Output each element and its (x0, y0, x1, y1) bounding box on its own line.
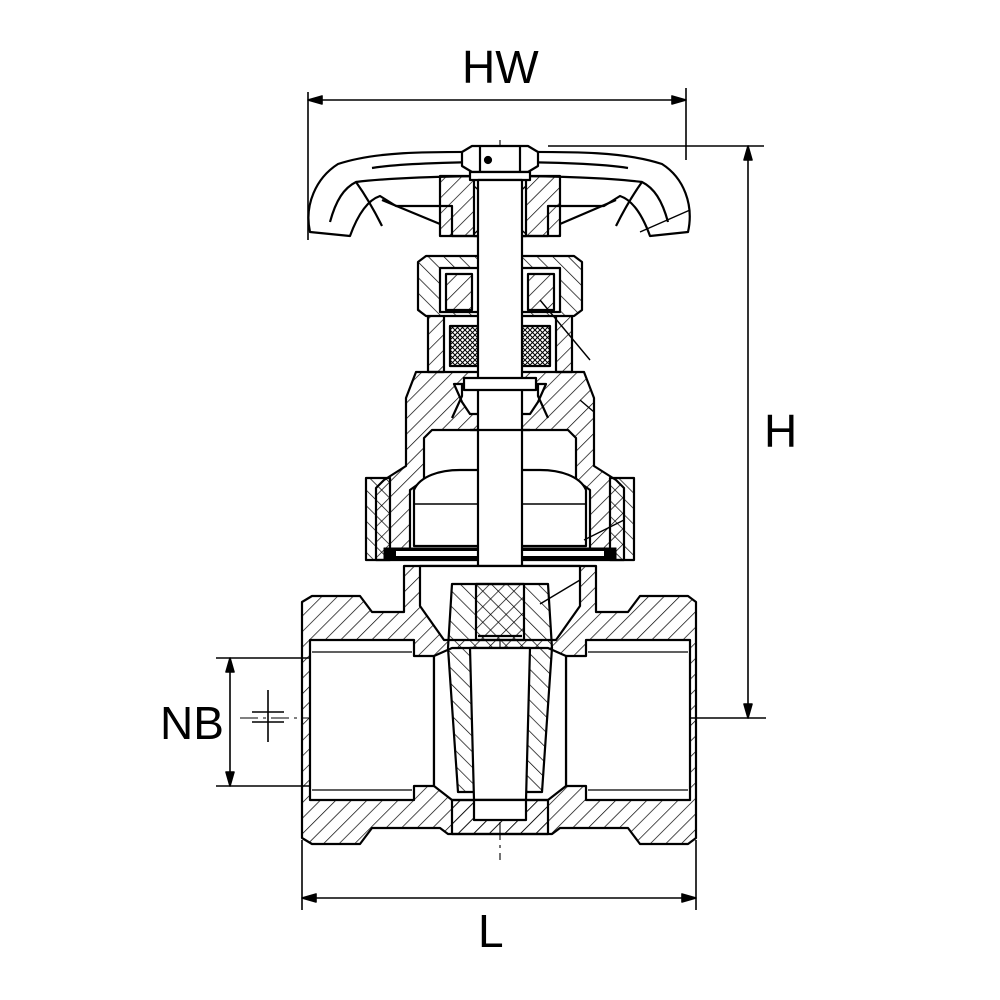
gate-wedge (446, 582, 554, 836)
stem (462, 178, 538, 638)
dimension-l (301, 840, 697, 910)
dimension-label-hw: HW (462, 41, 539, 93)
dimension-label-h: H (764, 405, 798, 457)
dimension-label-nb: NB (160, 697, 224, 749)
dimension-label-l: L (478, 905, 504, 957)
